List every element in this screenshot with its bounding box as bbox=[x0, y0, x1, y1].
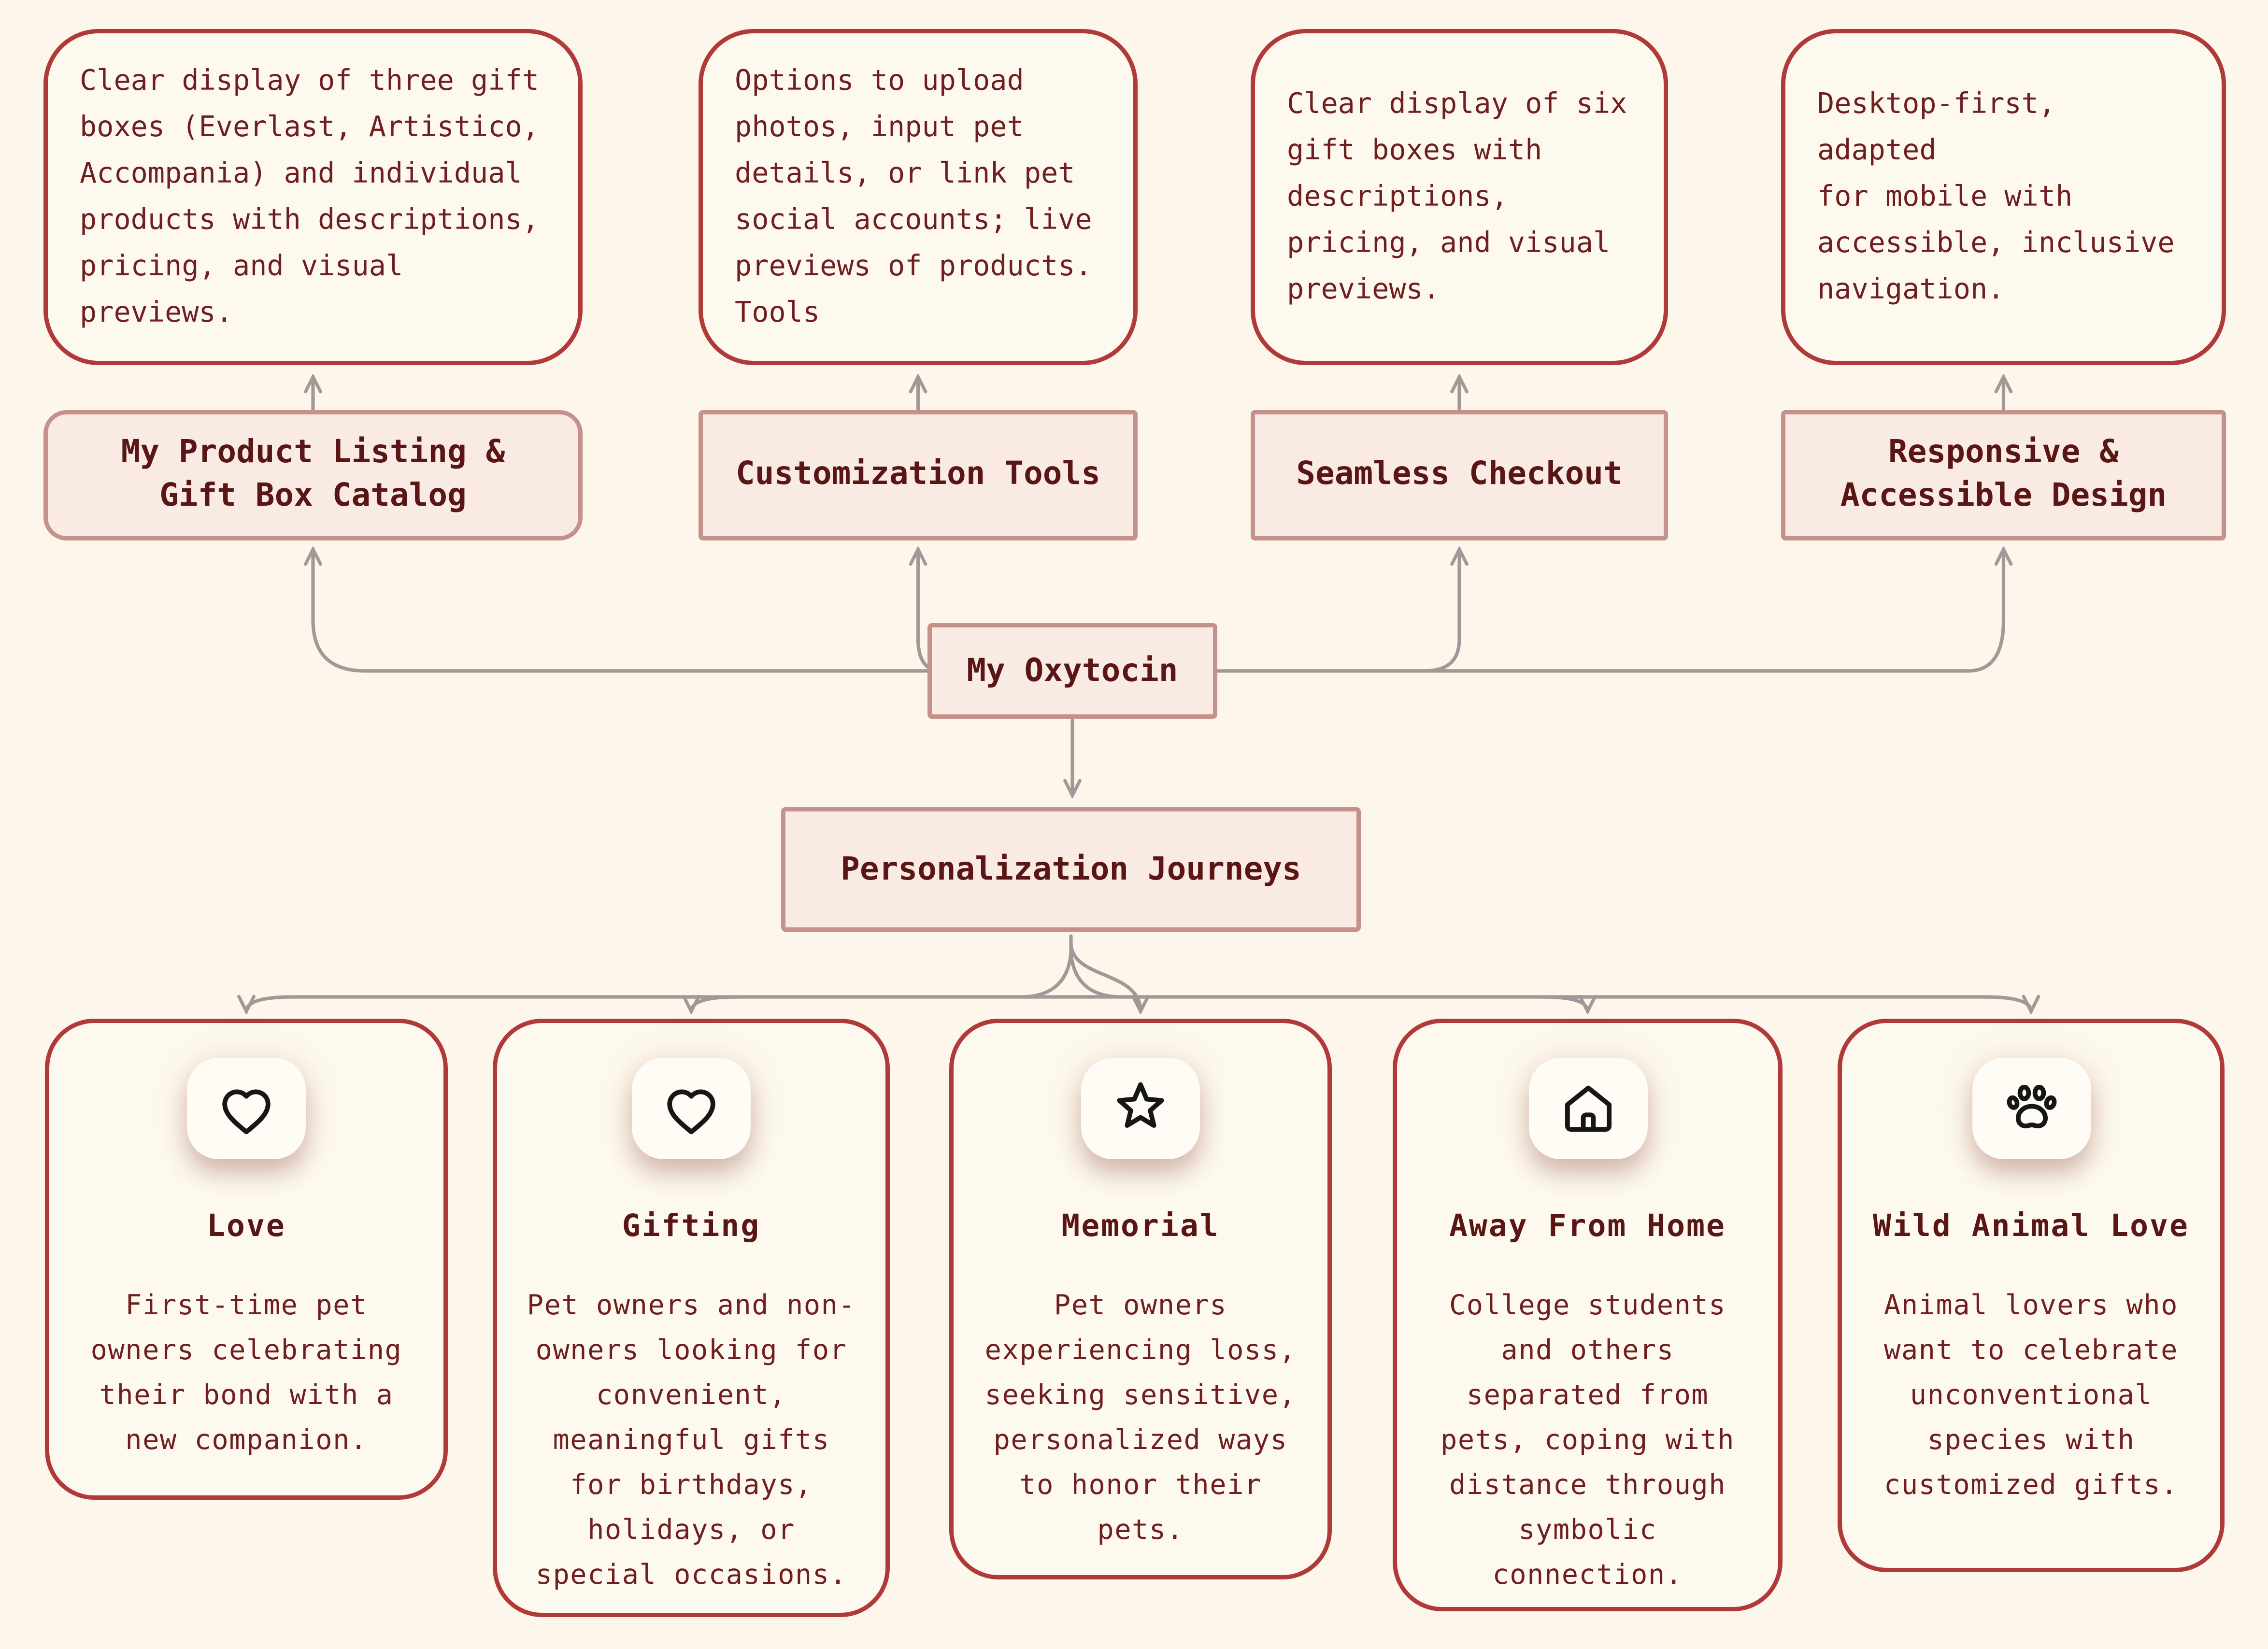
journey-card-away-from-home: Away From Home College students and othe… bbox=[1393, 1019, 1783, 1611]
journey-card-wild-animal-love: Wild Animal Love Animal lovers who want … bbox=[1838, 1019, 2225, 1572]
heart-icon bbox=[222, 1089, 271, 1135]
star-icon bbox=[1117, 1082, 1164, 1128]
node-personalization-journeys: Personalization Journeys bbox=[781, 807, 1361, 932]
paw-icon bbox=[2006, 1084, 2056, 1129]
journey-title: Gifting bbox=[622, 1208, 761, 1243]
feature-description-customization-tools: Options to upload photos, input pet deta… bbox=[699, 29, 1138, 365]
icon-tile bbox=[632, 1058, 751, 1159]
node-customization-tools: Customization Tools bbox=[699, 410, 1138, 540]
journey-title: Away From Home bbox=[1449, 1208, 1726, 1243]
journey-description: College students and others separated fr… bbox=[1441, 1290, 1735, 1591]
node-seamless-checkout: Seamless Checkout bbox=[1251, 410, 1668, 540]
journey-card-love: Love First-time pet owners celebrating t… bbox=[45, 1019, 448, 1500]
journey-title: Memorial bbox=[1061, 1208, 1220, 1243]
heart-icon bbox=[667, 1089, 715, 1135]
node-product-listing-gift-box-catalog: My Product Listing & Gift Box Catalog bbox=[43, 410, 583, 540]
journey-description: Pet owners and non- owners looking for c… bbox=[527, 1290, 856, 1591]
journey-title: Love bbox=[207, 1208, 286, 1243]
feature-description-seamless-checkout: Clear display of six gift boxes with des… bbox=[1251, 29, 1668, 365]
feature-description-responsive-design: Desktop-first, adapted for mobile with a… bbox=[1781, 29, 2226, 365]
icon-tile bbox=[1971, 1058, 2091, 1159]
node-my-oxytocin: My Oxytocin bbox=[927, 623, 1217, 719]
journey-description: Pet owners experiencing loss, seeking se… bbox=[984, 1290, 1297, 1546]
journey-title: Wild Animal Love bbox=[1873, 1208, 2189, 1243]
journey-card-gifting: Gifting Pet owners and non- owners looki… bbox=[493, 1019, 890, 1617]
icon-tile bbox=[1528, 1058, 1647, 1159]
journey-description: Animal lovers who want to celebrate unco… bbox=[1884, 1290, 2178, 1501]
icon-tile bbox=[187, 1058, 306, 1159]
journey-description: First-time pet owners celebrating their … bbox=[90, 1290, 402, 1456]
feature-description-product-listing: Clear display of three gift boxes (Everl… bbox=[43, 29, 583, 365]
home-icon bbox=[1564, 1085, 1611, 1132]
icon-tile bbox=[1081, 1058, 1200, 1159]
node-responsive-accessible-design: Responsive & Accessible Design bbox=[1781, 410, 2226, 540]
journey-card-memorial: Memorial Pet owners experiencing loss, s… bbox=[949, 1019, 1332, 1579]
